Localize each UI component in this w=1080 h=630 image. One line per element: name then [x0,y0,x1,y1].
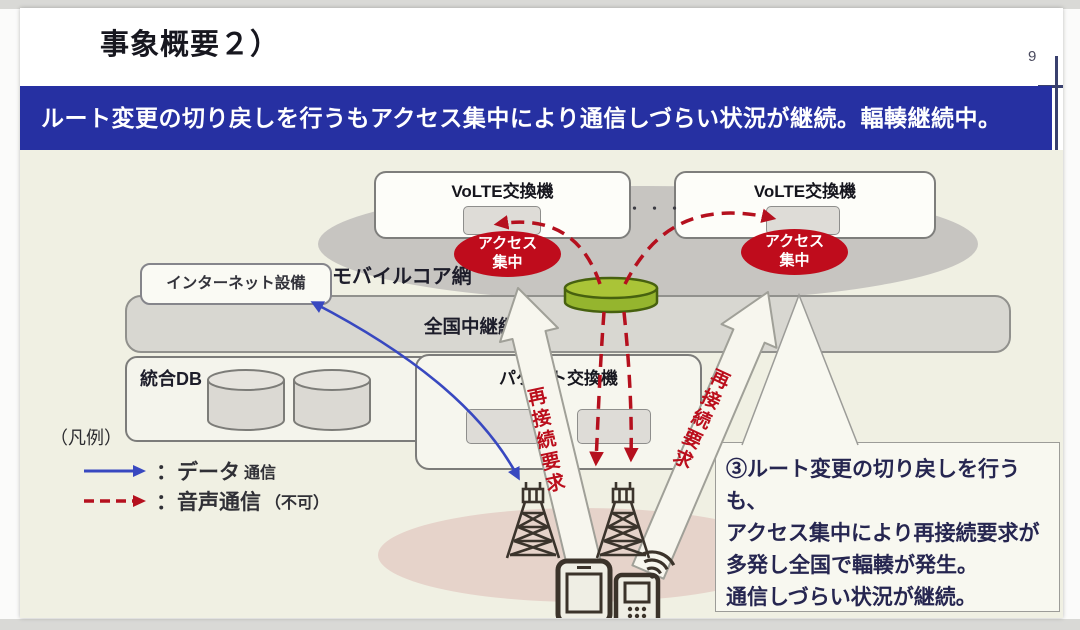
legend-row-voice: ：音声通信（不可） [82,486,329,516]
database-cylinder-icon [207,369,285,431]
legend-data-label: ：データ [156,461,240,484]
mobile-core-label: モバイルコア網 [332,266,472,288]
headline-banner: ルート変更の切り戻しを行うもアクセス集中により通信しづらい状況が継続。輻輳継続中… [20,86,1052,150]
letterbox-bottom [0,619,1080,630]
headline-text: ルート変更の切り戻しを行うもアクセス集中により通信しづらい状況が継続。輻輳継続中… [41,105,1002,131]
presentation-slide: 事象概要２） 9 ルート変更の切り戻しを行うもアクセス集中により通信しづらい状況… [20,8,1063,618]
letterbox-top [0,0,1080,9]
integrated-db-label: 統合DB [140,369,202,389]
legend-voice-suffix: （不可） [265,495,330,512]
slide-title: 事象概要２） [100,29,281,61]
ellipsis-dots: ・・・ [628,201,689,216]
integrated-db-box: 統合DB [125,356,437,442]
volte-switch-right-label: VoLTE交換機 [753,182,857,201]
legend-row-data: ：データ通信 [82,456,276,486]
legend-voice-label: ：音声通信 [156,491,261,514]
internet-equipment-box: インターネット設備 [140,263,332,305]
access-concentration-left: アクセス 集中 [454,231,561,277]
data-arrow-icon [84,465,146,477]
legend-title: （凡例） [50,428,122,448]
volte-switch-left: VoLTE交換機 [374,171,631,239]
national-relay-label: 全国中継網 [424,316,517,337]
decor-vline [1055,56,1058,164]
page-number: 9 [1028,48,1037,65]
packet-switch-label: パケット交換機 [499,369,618,388]
legend-data-suffix: 通信 [244,465,277,482]
voice-dashed-arrow-icon [84,495,146,507]
access-concentration-right: アクセス 集中 [741,229,848,275]
packet-server [577,409,651,444]
volte-switch-left-label: VoLTE交換機 [451,182,554,201]
incident-callout-box: ③ルート変更の切り戻しを行うも、 アクセス集中により再接続要求が 多発し全国で輻… [715,442,1060,612]
database-cylinder-icon [293,369,371,431]
